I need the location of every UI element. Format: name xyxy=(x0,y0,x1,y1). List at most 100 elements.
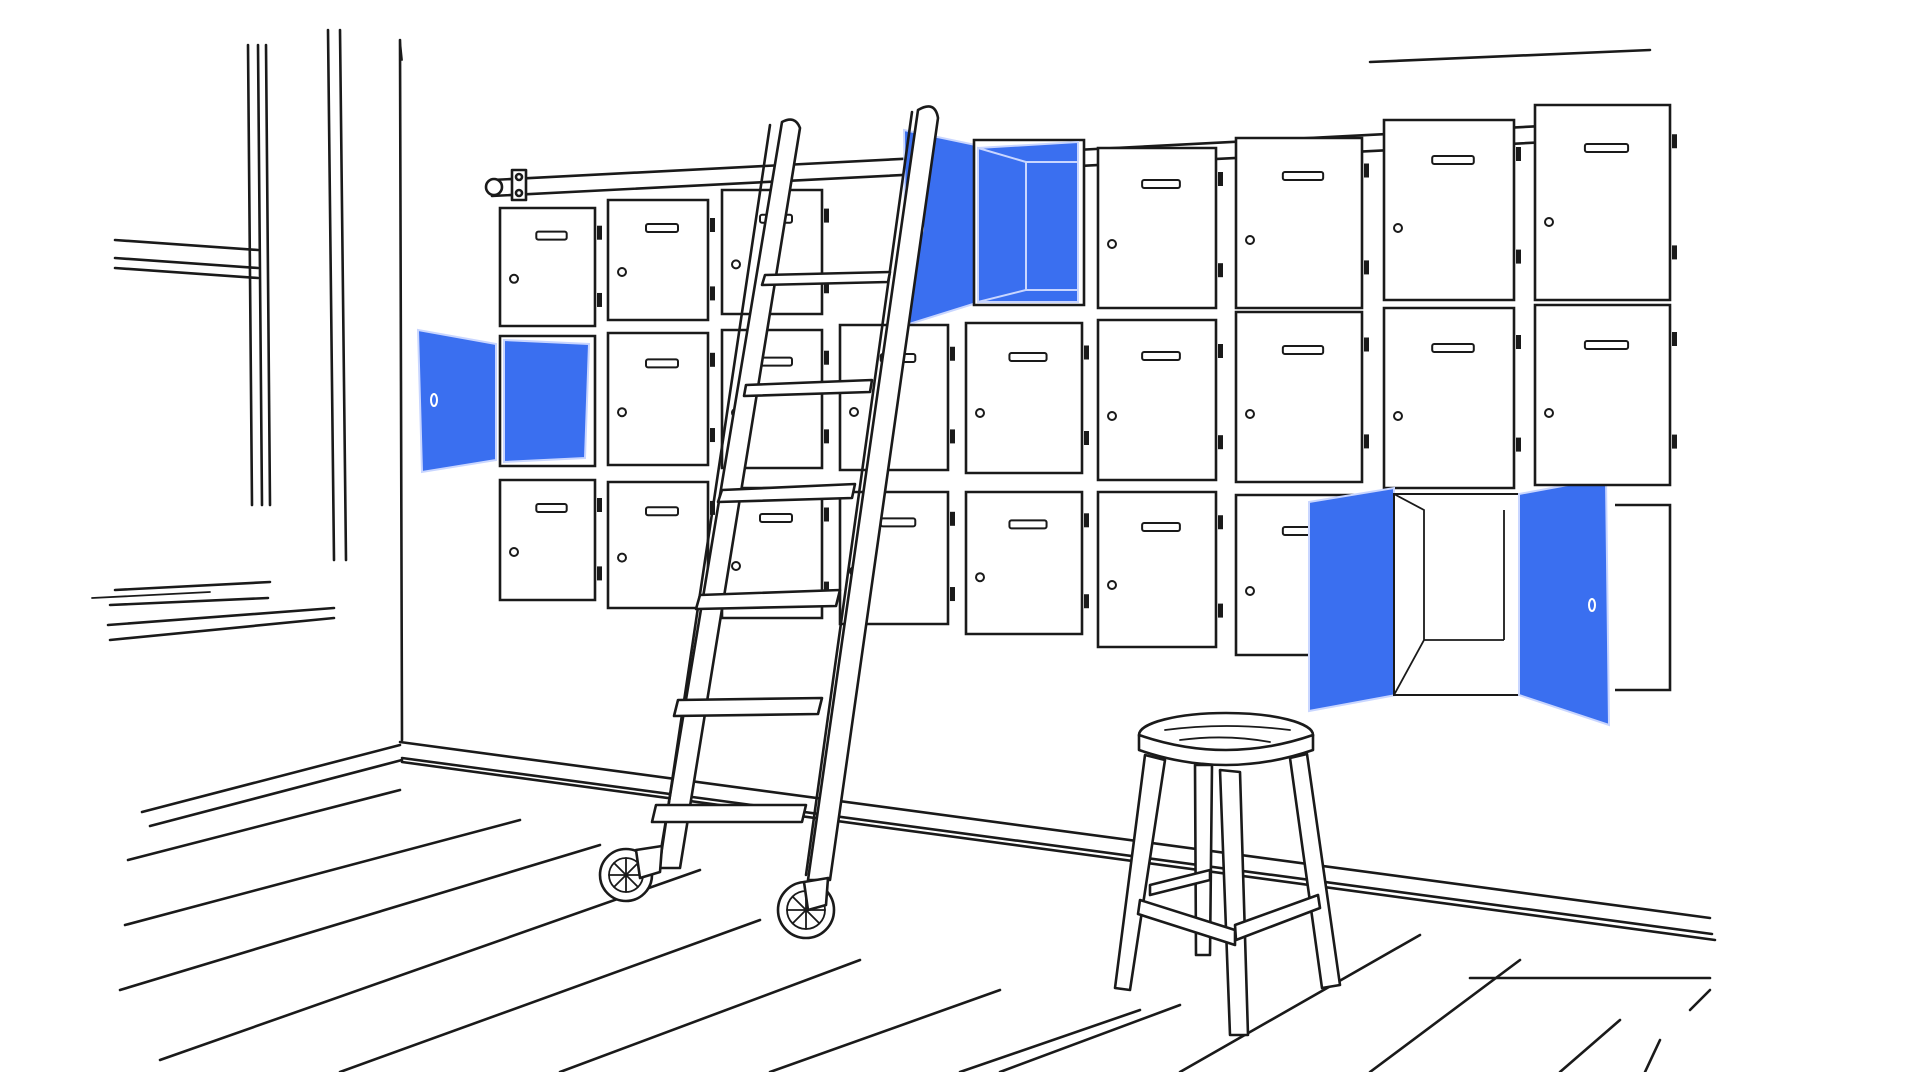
keyhole xyxy=(1544,217,1554,227)
hinge xyxy=(1672,134,1677,149)
hinge xyxy=(1364,434,1369,449)
keyhole xyxy=(731,259,741,270)
locker-door xyxy=(1096,146,1218,310)
keyhole xyxy=(1107,411,1117,421)
hinge xyxy=(1218,515,1223,530)
hinge xyxy=(824,507,829,522)
wall-baseboard xyxy=(140,39,1717,942)
locker-door xyxy=(498,478,597,602)
label-slot xyxy=(1431,343,1475,353)
hinge xyxy=(1218,603,1223,618)
hinge xyxy=(950,346,955,361)
locker-door xyxy=(498,206,597,328)
hinge xyxy=(1218,172,1223,186)
locker-door xyxy=(606,331,710,467)
keyhole xyxy=(617,267,627,277)
locker-door xyxy=(1533,103,1672,302)
label-slot xyxy=(759,513,793,523)
label-slot xyxy=(1141,179,1181,189)
locker-open-frame xyxy=(1393,493,1520,696)
locker-interior-edge xyxy=(1026,161,1078,291)
hinge xyxy=(1516,249,1521,264)
hinge xyxy=(710,218,715,232)
label-slot xyxy=(1008,352,1048,362)
locker-door xyxy=(1234,136,1364,310)
hinge xyxy=(1218,435,1223,450)
hinge xyxy=(1084,594,1089,609)
keyhole xyxy=(1544,408,1554,418)
window xyxy=(91,28,404,742)
plank-floor xyxy=(118,788,1712,1072)
keyhole xyxy=(509,547,519,557)
locker-door xyxy=(964,321,1084,475)
keyhole xyxy=(1393,411,1403,421)
hinge xyxy=(1516,437,1521,452)
locker-open-door xyxy=(1308,486,1398,713)
locker-door xyxy=(1096,490,1218,649)
label-slot xyxy=(1281,171,1325,181)
locker-wall xyxy=(416,103,1677,727)
keyhole xyxy=(1107,239,1117,249)
hinge xyxy=(824,429,829,444)
hinge xyxy=(1672,434,1677,449)
label-slot xyxy=(535,503,568,513)
hinge xyxy=(710,352,715,367)
locker-open-door xyxy=(1518,476,1611,727)
locker-door xyxy=(1096,318,1218,482)
rolling-ladder xyxy=(598,105,940,940)
keyhole xyxy=(731,561,741,571)
keyhole xyxy=(975,572,985,583)
keyhole xyxy=(1245,409,1255,419)
locker-door xyxy=(964,490,1084,636)
door-knob xyxy=(430,393,438,407)
keyhole xyxy=(1107,580,1117,590)
keyhole xyxy=(617,552,627,563)
locker-open-interior xyxy=(503,338,591,464)
hinge xyxy=(1672,332,1677,346)
wooden-stool xyxy=(1113,711,1342,1037)
locker-door xyxy=(606,198,710,322)
keyhole xyxy=(1245,235,1255,245)
hinge xyxy=(824,581,829,596)
hinge xyxy=(710,286,715,301)
label-slot xyxy=(1431,155,1475,165)
hinge xyxy=(824,208,829,223)
label-slot xyxy=(535,230,568,241)
locker-door xyxy=(1615,503,1672,692)
locker-open-door xyxy=(416,328,497,474)
hinge xyxy=(710,428,715,443)
label-slot xyxy=(1583,340,1630,350)
locker-open-door xyxy=(977,146,1027,304)
locker-door xyxy=(1382,118,1516,302)
label-slot xyxy=(645,223,679,233)
hinge xyxy=(950,587,955,602)
hinge xyxy=(1218,263,1223,278)
hinge xyxy=(950,429,955,444)
locker-door xyxy=(606,480,710,610)
keyhole xyxy=(1245,586,1255,596)
locker-door xyxy=(1382,306,1516,490)
keyhole xyxy=(975,408,985,418)
keyhole xyxy=(1393,223,1403,233)
hinge xyxy=(1084,431,1089,445)
label-slot xyxy=(1583,143,1630,153)
locker-interior-edge xyxy=(1393,493,1505,696)
door-knob xyxy=(1588,598,1596,612)
hinge xyxy=(1516,335,1521,349)
hinge xyxy=(1516,147,1521,161)
hinge xyxy=(1084,345,1089,360)
label-slot xyxy=(1141,522,1181,532)
hinge xyxy=(1364,337,1369,352)
keyhole xyxy=(509,273,519,284)
hinge xyxy=(824,350,829,365)
keyhole xyxy=(849,407,859,417)
label-slot xyxy=(1008,519,1048,530)
hinge xyxy=(950,511,955,526)
keyhole xyxy=(617,407,627,418)
hinge xyxy=(597,225,602,240)
label-slot xyxy=(759,356,793,367)
hinge xyxy=(1672,245,1677,260)
hinge xyxy=(597,292,602,307)
